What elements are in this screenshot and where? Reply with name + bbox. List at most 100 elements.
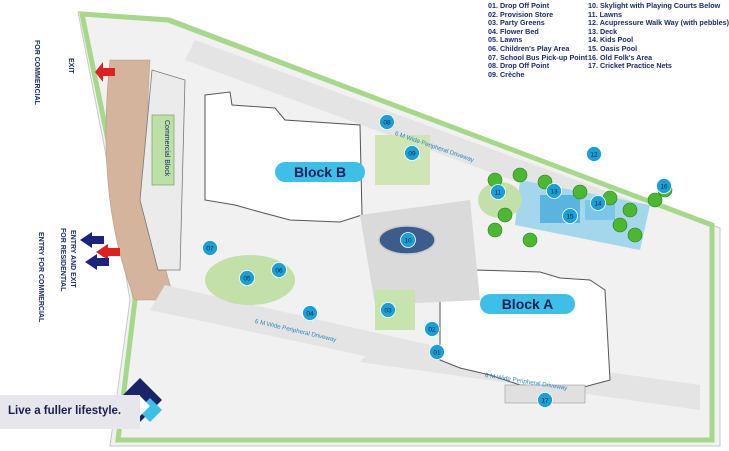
marker-circle: [590, 195, 606, 211]
marker-label: 12: [590, 151, 598, 158]
legend-item: 16. Old Folk's Area: [588, 52, 653, 62]
marker-circle: [239, 270, 255, 286]
legend-item: 07. School Bus Pick-up Point: [488, 52, 588, 62]
marker-label: 16: [660, 183, 668, 190]
tree-icon: [612, 217, 628, 233]
marker-15: 15: [562, 208, 578, 224]
marker-circle: [424, 321, 440, 337]
marker-circle: [562, 208, 578, 224]
marker-circle: [202, 240, 218, 256]
tagline: Live a fuller lifestyle.: [8, 405, 122, 417]
legend-item: 17. Cricket Practice Nets: [588, 61, 672, 71]
marker-circle: [429, 344, 445, 360]
marker-10: 10: [400, 232, 416, 248]
legend-item: 10. Skylight with Playing Courts Below: [588, 1, 721, 10]
commercial-block-lawn: [151, 114, 175, 186]
commercial-block-label: Commercial Block: [163, 120, 170, 177]
legend-item: 15. Oasis Pool: [588, 43, 638, 53]
entry-arrow-icon: [80, 232, 104, 248]
marker-label: 09: [408, 150, 416, 157]
exit-arrow-icon: [95, 62, 115, 82]
block-b-label: Block B: [275, 162, 365, 182]
tree-icon: [522, 232, 538, 248]
marker-circle: [586, 146, 602, 162]
exit-commercial-label-1: EXIT: [67, 58, 74, 74]
marker-label: 17: [541, 397, 549, 404]
entry-commercial-label: ENTRY FOR COMMERCIAL: [37, 232, 44, 323]
marker-04: 04: [302, 305, 318, 321]
creche-area: [375, 135, 430, 185]
marker-label: 02: [428, 326, 436, 333]
legend-col1: 01. Drop Off Point 02. Provision Store 0…: [488, 1, 588, 79]
driveway-middle: [150, 285, 430, 370]
marker-label: 06: [275, 267, 283, 274]
marker-13: 13: [546, 183, 562, 199]
legend-item: 03. Party Greens: [488, 18, 545, 28]
marker-label: 13: [550, 188, 558, 195]
marker-11: 11: [490, 184, 506, 200]
exit-arrow-icon: [96, 244, 120, 260]
marker-label: 11: [495, 189, 502, 196]
entry-exit-residential-label-1: ENTRY AND EXIT: [69, 230, 76, 288]
legend-item: 12. Acupressure Walk Way (with pebbles): [588, 18, 729, 28]
marker-circle: [379, 114, 395, 130]
marker-circle: [490, 184, 506, 200]
marker-08: 08: [379, 114, 395, 130]
tree-icon: [647, 192, 663, 208]
legend-col2: 10. Skylight with Playing Courts Below 1…: [588, 1, 729, 71]
tree-icon: [627, 227, 643, 243]
tree-icon: [512, 167, 528, 183]
marker-03: 03: [380, 302, 396, 318]
marker-circle: [302, 305, 318, 321]
legend-item: 14. Kids Pool: [588, 35, 634, 45]
legend-item: 08. Drop Off Point: [488, 61, 550, 71]
marker-circle: [271, 262, 287, 278]
site-plan-map: 01 02 03 04 05 06 07 08 09 10 11 12 13 14 15 16 17: [77, 11, 721, 447]
legend-item: 05. Lawns: [488, 35, 523, 45]
marker-01: 01: [429, 344, 445, 360]
marker-06: 06: [271, 262, 287, 278]
marker-circle: [537, 392, 553, 408]
marker-09: 09: [404, 145, 420, 161]
marker-07: 07: [202, 240, 218, 256]
legend-item: 11. Lawns: [588, 9, 622, 19]
marker-circle: [656, 178, 672, 194]
marker-02: 02: [424, 321, 440, 337]
legend-item: 06. Children's Play Area: [488, 43, 570, 53]
marker-12: 12: [586, 146, 602, 162]
marker-label: 07: [206, 245, 214, 252]
tree-icon: [497, 207, 513, 223]
exit-commercial-label-2: FOR COMMERCIAL: [33, 40, 40, 105]
legend-item: 02. Provision Store: [488, 9, 554, 19]
legend-item: 01. Drop Off Point: [488, 1, 550, 10]
marker-label: 14: [594, 200, 602, 207]
marker-circle: [380, 302, 396, 318]
tagline-banner: [0, 395, 140, 429]
marker-label: 05: [243, 275, 251, 282]
block-a-footprint: [439, 259, 611, 389]
marker-label: 01: [433, 349, 441, 356]
marker-14: 14: [590, 195, 606, 211]
legend-item: 09. Crèche: [488, 69, 525, 79]
tree-icon: [572, 184, 588, 200]
marker-circle: [546, 183, 562, 199]
lawn-11: [478, 182, 522, 218]
legend-item: 13. Deck: [588, 26, 618, 36]
entry-exit-residential-label-2: FOR RESIDENTIAL: [59, 228, 66, 292]
marker-05: 05: [239, 270, 255, 286]
marker-label: 03: [384, 307, 392, 314]
marker-circle: [400, 232, 416, 248]
marker-16: 16: [656, 178, 672, 194]
marker-label: 10: [404, 237, 412, 244]
entry-arrow-icon: [85, 254, 109, 270]
marker-label: 15: [566, 213, 574, 220]
tree-icon: [622, 202, 638, 218]
block-a-label: Block A: [480, 294, 575, 314]
tree-icon: [487, 222, 503, 238]
marker-label: 04: [306, 310, 314, 317]
marker-label: 08: [383, 119, 391, 126]
marker-17: 17: [537, 392, 553, 408]
marker-circle: [404, 145, 420, 161]
legend-item: 04. Flower Bed: [488, 26, 539, 36]
